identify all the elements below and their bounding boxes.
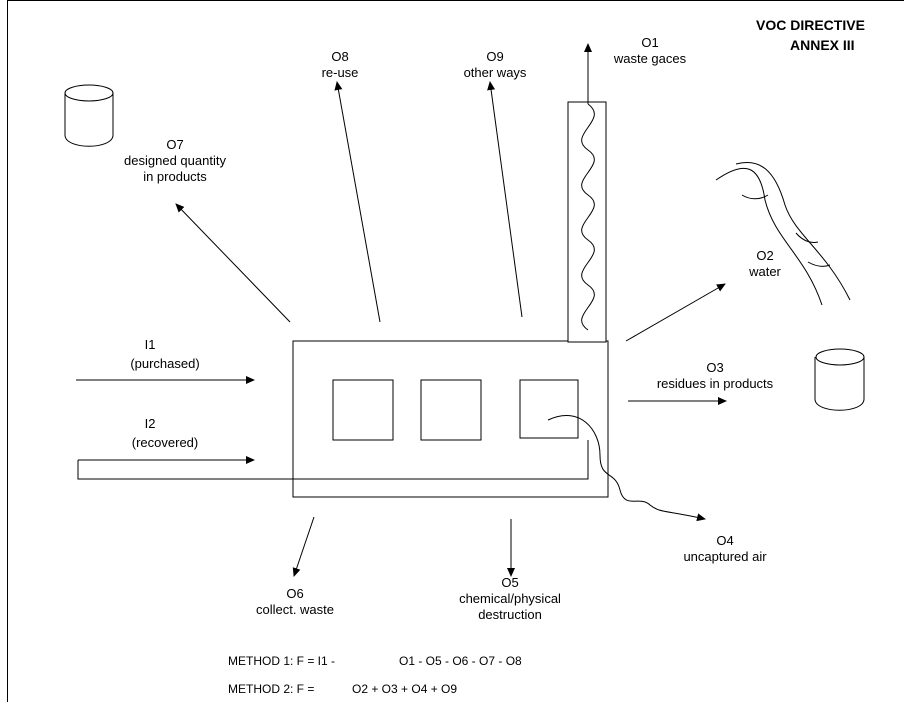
o2-code: O2 — [735, 248, 795, 264]
title-line-2: ANNEX III — [790, 37, 900, 54]
method-1-formula: O1 - O5 - O6 - O7 - O8 — [399, 654, 522, 668]
o5-desc-line-1: chemical/physical — [440, 591, 580, 607]
o7-arrow — [176, 204, 290, 322]
o9-arrow — [490, 82, 522, 317]
o8-arrow — [337, 82, 380, 322]
o1-code: O1 — [600, 35, 700, 51]
river-icon — [716, 163, 850, 305]
i1-code: I1 — [140, 337, 160, 353]
o8-desc: re-use — [305, 65, 375, 81]
o6-arrow — [294, 517, 314, 576]
process-unit-1 — [333, 380, 393, 440]
o3-desc: residues in products — [630, 376, 800, 392]
i2-desc: (recovered) — [110, 435, 220, 451]
o3-code: O3 — [630, 360, 800, 376]
o5-desc-line-2: destruction — [440, 607, 580, 623]
o2-desc: water — [735, 264, 795, 280]
o9-desc: other ways — [440, 65, 550, 81]
plant-box — [293, 341, 608, 497]
o4-code: O4 — [670, 533, 780, 549]
o4-arrow — [548, 415, 705, 519]
o1-desc: waste gaces — [600, 51, 700, 67]
i1-desc: (purchased) — [110, 356, 220, 372]
process-unit-2 — [421, 380, 481, 440]
method-2-label: METHOD 2: F = — [228, 682, 314, 696]
method-2-formula: O2 + O3 + O4 + O9 — [352, 682, 457, 696]
title-line-1: VOC DIRECTIVE — [756, 17, 904, 34]
method-1-label: METHOD 1: F = I1 - — [228, 654, 335, 668]
o7-desc-line-2: in products — [105, 169, 245, 185]
o4-desc: uncaptured air — [670, 549, 780, 565]
o2-arrow — [626, 284, 725, 341]
o7-desc-line-1: designed quantity — [105, 153, 245, 169]
chimney-stack — [568, 102, 606, 342]
process-unit-3 — [520, 380, 578, 438]
i2-code: I2 — [140, 416, 160, 432]
o8-code: O8 — [305, 49, 375, 65]
o6-code: O6 — [240, 586, 350, 602]
o6-desc: collect. waste — [240, 602, 350, 618]
o9-code: O9 — [440, 49, 550, 65]
o5-code: O5 — [440, 575, 580, 591]
drum-o3-icon — [815, 349, 864, 410]
o7-code: O7 — [105, 137, 245, 153]
